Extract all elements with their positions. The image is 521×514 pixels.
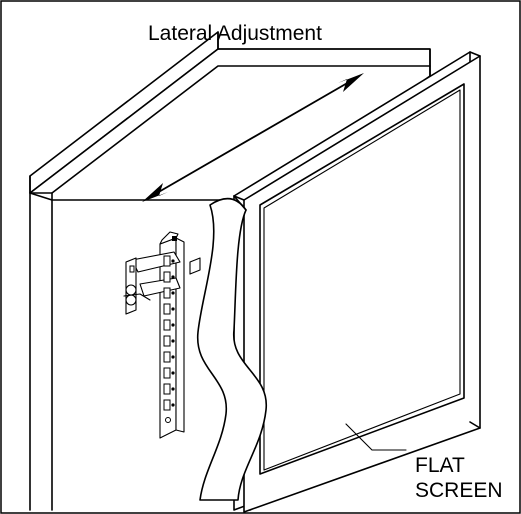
wall-mount-bracket — [123, 231, 201, 439]
flat-screen-label-line1: FLAT — [415, 454, 465, 477]
flat-screen-label-line2: SCREEN — [415, 479, 503, 502]
bracket-slots — [163, 255, 175, 423]
callout-leader-line — [345, 423, 407, 451]
lateral-adjustment-arrow — [142, 73, 364, 202]
lateral-adjustment-label: Lateral Adjustment — [148, 22, 322, 45]
flat-screen — [197, 51, 481, 513]
wall — [29, 31, 431, 511]
